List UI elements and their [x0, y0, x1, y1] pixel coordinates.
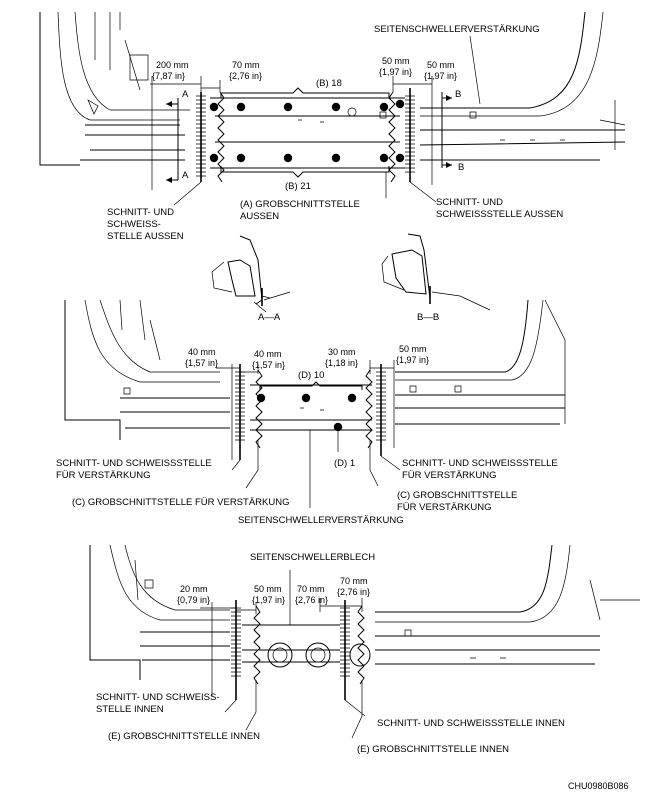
label-center-1-b: AUSSEN — [240, 211, 279, 222]
section-b-top: B — [455, 89, 461, 100]
label-right-1-a: SCHNITT- UND — [436, 197, 503, 208]
rough-cut-left-2 — [255, 369, 263, 449]
label-center-1-a: (A) GROBSCHNITTSTELLE — [240, 199, 360, 210]
spot-weld-d1 — [333, 422, 343, 432]
section-a-top: A — [182, 89, 189, 100]
body-sketch-1 — [39, 11, 626, 166]
figure-code: CHU0980B086 — [568, 781, 629, 791]
label-left-2-b: FÜR VERSTÄRKUNG — [56, 470, 150, 481]
dim-30-in: {1,18 in} — [325, 358, 358, 368]
label-left-1-c: STELLE AUSSEN — [107, 231, 184, 242]
spot-welds-d10 — [256, 393, 357, 403]
dim-50-3: 50 mm — [254, 584, 282, 594]
section-arrows — [166, 92, 452, 183]
cut-line-left-3 — [231, 600, 241, 700]
rough-cut-right-3 — [357, 605, 365, 685]
rough-cut-right-2 — [365, 369, 373, 449]
dim-40b: 40 mm — [254, 349, 282, 359]
panel-inner-cut: SEITENSCHWELLERBLECH 20 mm {0,79 in} 50 … — [89, 544, 640, 755]
dim-200-in: {7,87 in} — [152, 71, 185, 81]
dim-70b-3: 70 mm — [340, 576, 368, 586]
panel-reinforcement-cut: (D) 10 (D) 1 40 mm {1,57 in} 40 mm {1,57… — [56, 299, 566, 526]
label-right-2-a: SCHNITT- UND SCHWEISSSTELLE — [402, 458, 558, 469]
label-b21: (B) 21 — [285, 181, 311, 192]
body-sketch-3 — [89, 544, 640, 680]
spot-welds-b21 — [209, 153, 405, 163]
dim-20-in: {0,79 in} — [177, 595, 210, 605]
dim-40b-in: {1,57 in} — [252, 360, 285, 370]
dim-50-in: {1,97 in} — [396, 355, 429, 365]
cut-line-right-3 — [340, 600, 350, 700]
dimensions-1 — [150, 76, 433, 190]
label-b18: (B) 18 — [316, 78, 342, 89]
rough-cut-left-3 — [253, 605, 261, 685]
dim-50a: 50 mm — [382, 56, 410, 66]
dim-50a-in: {1,97 in} — [379, 67, 412, 77]
label-reinforcement-top: SEITENSCHWELLERVERSTÄRKUNG — [374, 24, 540, 35]
cut-line-right-1 — [405, 88, 415, 182]
cut-line-left-1 — [196, 92, 206, 182]
label-section-bb: B—B — [417, 312, 439, 323]
dim-40a-in: {1,57 in} — [185, 358, 218, 368]
label-right-3: SCHNITT- UND SCHWEISSSTELLE INNEN — [377, 718, 565, 729]
label-right-1-b: SCHWEISSSTELLE AUSSEN — [436, 209, 563, 220]
dim-50-3-in: {1,97 in} — [252, 595, 285, 605]
body-sketch-2 — [64, 299, 566, 440]
rough-cut-right-1 — [388, 91, 396, 183]
dim-70a-3: 70 mm — [297, 584, 325, 594]
access-holes — [267, 642, 371, 668]
section-details: A—A B—B — [211, 233, 491, 323]
cut-line-right-2 — [376, 364, 386, 456]
label-left-1-b: SCHWEISS- — [107, 219, 161, 230]
section-a-bottom: A — [182, 170, 189, 181]
label-c-left: (C) GROBSCHNITTSTELLE FÜR VERSTÄRKUNG — [72, 497, 289, 508]
dim-50: 50 mm — [399, 344, 427, 354]
dim-50b: 50 mm — [427, 60, 455, 70]
cut-line-left-2 — [235, 364, 245, 460]
dim-40a: 40 mm — [188, 347, 216, 357]
dimensions-3 — [200, 570, 363, 696]
dim-20: 20 mm — [180, 584, 208, 594]
dim-30: 30 mm — [328, 347, 356, 357]
label-left-3-b: STELLE INNEN — [96, 704, 164, 715]
label-e-left: (E) GROBSCHNITTSTELLE INNEN — [108, 731, 260, 742]
dim-50b-in: {1,97 in} — [424, 71, 457, 81]
dim-70: 70 mm — [232, 60, 260, 70]
label-c-right-a: (C) GROBSCHNITTSTELLE — [397, 490, 517, 501]
label-right-2-b: FÜR VERSTÄRKUNG — [402, 470, 496, 481]
label-d1: (D) 1 — [334, 458, 355, 469]
label-d10: (D) 10 — [298, 370, 324, 381]
label-left-2-a: SCHNITT- UND SCHWEISSSTELLE — [56, 458, 212, 469]
label-section-aa: A—A — [258, 312, 281, 323]
section-b-bottom: B — [458, 162, 464, 173]
label-left-1-a: SCHNITT- UND — [107, 207, 174, 218]
dim-200: 200 mm — [156, 60, 189, 70]
panel-outer-cut: (B) 18 (B) 21 200 mm {7,87 in} 70 mm {2,… — [39, 11, 626, 242]
dim-70b-3-in: {2,76 in} — [337, 587, 370, 597]
label-rocker-panel: SEITENSCHWELLERBLECH — [250, 552, 375, 563]
label-left-3-a: SCHNITT- UND SCHWEISS- — [96, 692, 220, 703]
dim-70a-3-in: {2,76 in} — [295, 595, 328, 605]
dimensions-2 — [216, 360, 395, 460]
label-e-right: (E) GROBSCHNITTSTELLE INNEN — [357, 744, 509, 755]
label-reinforcement-bottom: SEITENSCHWELLERVERSTÄRKUNG — [238, 515, 404, 526]
label-c-right-b: FÜR VERSTÄRKUNG — [397, 502, 491, 513]
dim-70-in: {2,76 in} — [229, 71, 262, 81]
spot-welds-b18 — [209, 99, 405, 112]
